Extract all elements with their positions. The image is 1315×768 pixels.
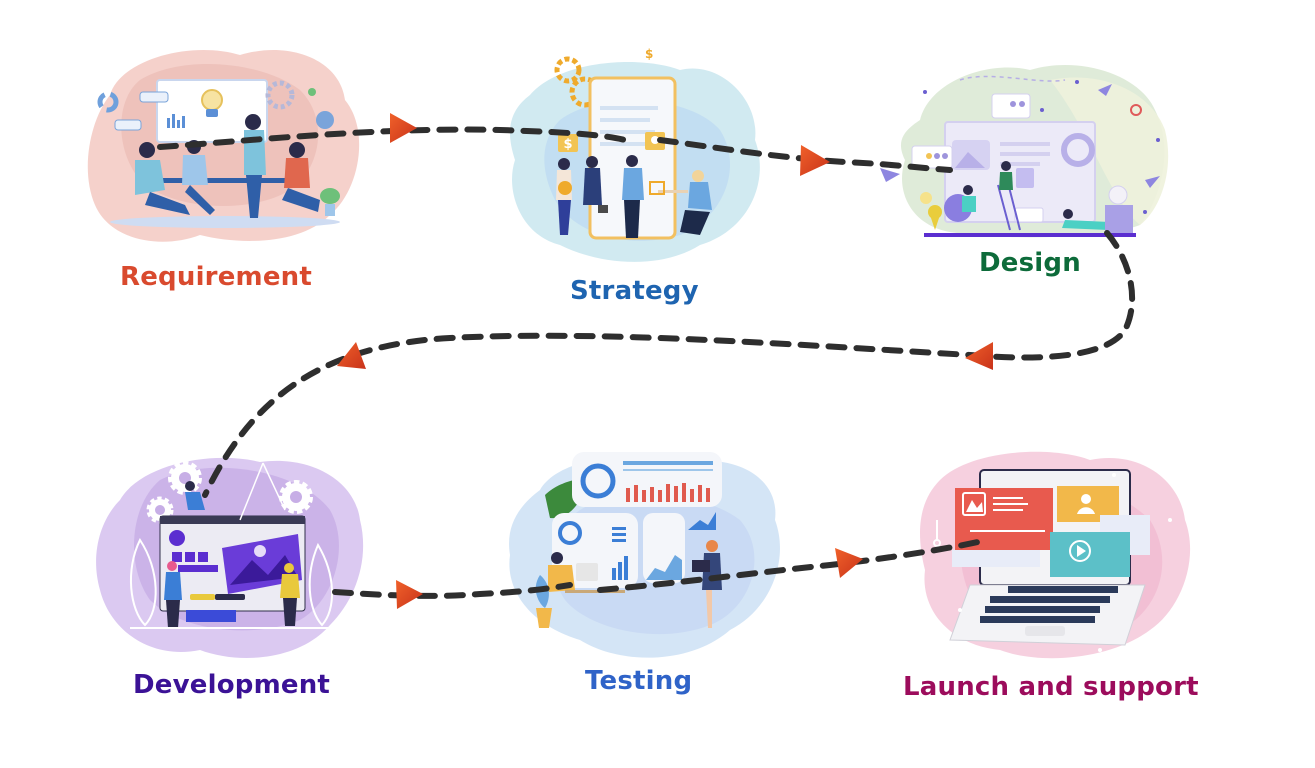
dollar-sign-icon: $	[558, 134, 578, 152]
play-icon	[1069, 540, 1091, 562]
tester-at-desk	[535, 552, 625, 628]
donut-chart-icon	[580, 463, 616, 499]
bar-chart-icon	[167, 114, 185, 128]
stage-label-development: Development	[133, 670, 331, 700]
paper-plane-icon	[880, 168, 900, 182]
arrow-icon-strategy-design	[800, 145, 830, 176]
connector-strategy-to-design	[657, 137, 953, 173]
svg-text:$: $	[645, 47, 653, 61]
idea-bubble-icon	[645, 132, 665, 150]
testing-illustration	[509, 452, 780, 658]
chat-bubble-icon	[114, 119, 142, 131]
stage-label-design: Design	[979, 248, 1081, 278]
location-pin-icon	[928, 205, 942, 230]
flow-connectors	[157, 126, 1136, 599]
video-player	[1050, 532, 1130, 577]
lightbulb-icon	[201, 89, 223, 117]
connector-testing-to-launch	[597, 539, 981, 593]
checkbox-icon	[649, 181, 665, 195]
development-illustration	[96, 457, 364, 658]
strategy-illustration: $ $	[510, 47, 760, 262]
donut-chart-icon	[97, 91, 119, 113]
developer-people	[164, 481, 300, 628]
team-people	[135, 114, 320, 218]
area-chart-icon	[646, 555, 682, 580]
gear-icon	[265, 80, 295, 110]
bar-chart-icon	[626, 483, 710, 502]
designer-with-laptop	[944, 185, 976, 222]
tester-with-tablet	[692, 540, 722, 628]
connector-requirement-to-strategy	[157, 126, 628, 150]
arrow-icon-design-development	[965, 342, 993, 370]
designer-on-ladder	[997, 161, 1034, 231]
gear-icon	[146, 461, 313, 524]
svg-text:$: $	[563, 137, 572, 152]
requirement-illustration	[87, 49, 360, 242]
design-illustration	[880, 64, 1169, 238]
image-window	[955, 488, 1053, 550]
plant-pot-icon	[536, 608, 552, 628]
arrow-icon-requirement-strategy	[390, 113, 417, 143]
arrow-icon-development-strategy	[337, 342, 366, 369]
leaf-icon	[129, 538, 333, 627]
business-people	[556, 155, 712, 238]
flow-arrows	[337, 113, 993, 609]
plant-icon	[320, 188, 340, 216]
arrow-icon-testing-launch	[835, 548, 863, 578]
stage-label-testing: Testing	[585, 666, 693, 696]
search-icon	[1130, 104, 1142, 116]
floor-line	[924, 233, 1136, 237]
usb-icon	[933, 520, 941, 547]
connector-development-to-testing	[332, 582, 573, 599]
stage-label-requirement: Requirement	[120, 262, 313, 292]
meeting-table	[150, 178, 290, 183]
arrow-icon-development-testing	[396, 580, 423, 609]
lightbulb-icon	[1108, 185, 1128, 205]
designer-lying	[1062, 209, 1110, 230]
stage-label-launch: Launch and support	[903, 672, 1199, 702]
browser-card	[911, 93, 1044, 223]
launch-illustration	[920, 451, 1191, 659]
donut-chart-icon	[1061, 133, 1095, 167]
pie-chart-icon	[316, 111, 334, 129]
stage-label-strategy: Strategy	[570, 276, 699, 306]
